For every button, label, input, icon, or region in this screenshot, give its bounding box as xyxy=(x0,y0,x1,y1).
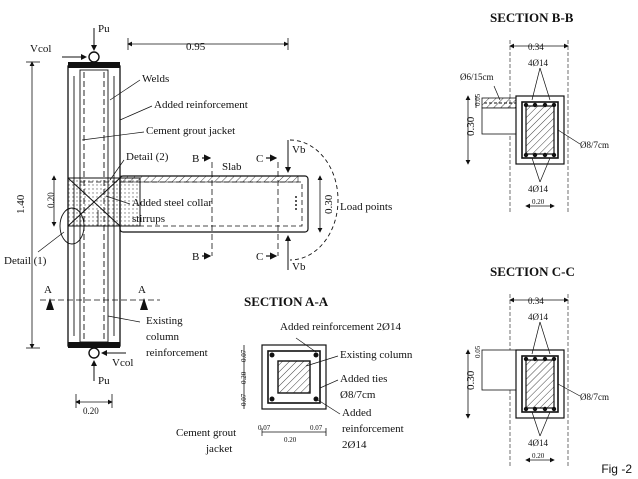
top-steel-plate xyxy=(68,62,120,68)
bb-stirrups: Ø8/7cm xyxy=(580,140,609,150)
dim-collar: 0.20 xyxy=(46,192,56,208)
cc-dim-depth: 0.30 xyxy=(465,370,477,390)
section-aa: SECTION A-A Added reinforcement 2Ø14 Exi… xyxy=(176,294,413,455)
steel-collar-label-2: stirrups xyxy=(132,213,165,225)
bb-core xyxy=(525,105,555,155)
bb-bottom-bars: 4Ø14 xyxy=(528,184,548,194)
aa-dim-mid: 0.20 xyxy=(284,436,297,444)
bb-dim-slab: 0.05 xyxy=(474,93,482,106)
section-c-marker-top: C xyxy=(256,153,263,165)
aa-added-ties-1: Added ties xyxy=(340,373,387,385)
bb-dim-width: 0.34 xyxy=(528,42,544,52)
aa-added-reinf-top: Added reinforcement 2Ø14 xyxy=(280,321,401,333)
bb-top-bars: 4Ø14 xyxy=(528,58,548,68)
beam-core xyxy=(79,181,303,227)
pu-top-label: Pu xyxy=(98,23,110,35)
steel-collar xyxy=(67,177,141,227)
slab-hatch xyxy=(119,175,299,183)
aa-grout-label-1: Cement grout xyxy=(176,427,236,439)
section-aa-title: SECTION A-A xyxy=(244,294,329,309)
aa-added-reinf-bottom-3: 2Ø14 xyxy=(342,439,367,451)
cc-top-bars: 4Ø14 xyxy=(528,312,548,322)
section-a-marker-right: A xyxy=(138,284,146,296)
steel-collar-label-1: Added steel collar xyxy=(132,197,212,209)
existing-reinf-label-3: reinforcement xyxy=(146,347,208,359)
aa-added-reinf-bottom-2: reinforcement xyxy=(342,423,404,435)
cc-dim-bottom: 0.20 xyxy=(532,452,545,460)
cc-bottom-bars: 4Ø14 xyxy=(528,438,548,448)
top-pin xyxy=(88,51,100,63)
aa-grout-label-2: jacket xyxy=(205,443,232,455)
aa-existing-column xyxy=(277,360,311,394)
existing-reinf-label-2: column xyxy=(146,331,179,343)
aa-dim-v-top: 0.07 xyxy=(240,349,248,362)
welds-label: Welds xyxy=(142,73,169,85)
aa-added-ties xyxy=(267,350,321,404)
detail-1-label: Detail (1) xyxy=(4,255,47,267)
detail-1-circle xyxy=(59,207,85,245)
detail-2-label: Detail (2) xyxy=(126,151,169,163)
dim-bottom-width: 0.20 xyxy=(83,406,99,416)
aa-added-reinf-bottom-1: Added xyxy=(342,407,372,419)
aa-dim-v-bottom: 0.07 xyxy=(240,393,248,406)
section-b-marker-top: B xyxy=(192,153,199,165)
aa-dim-right: 0.07 xyxy=(310,424,323,432)
load-points-arc xyxy=(289,139,339,261)
vcol-bottom-label: Vcol xyxy=(112,357,133,369)
elevation-view: B B C C Vb Vb A A xyxy=(4,23,392,416)
section-a-marker-left: A xyxy=(44,284,52,296)
existing-reinf-label-1: Existing xyxy=(146,315,183,327)
cc-slab xyxy=(481,349,519,391)
bb-dim-bottom: 0.20 xyxy=(532,198,545,206)
vcol-top-label: Vcol xyxy=(30,43,51,55)
aa-dim-v-mid: 0.20 xyxy=(240,371,248,384)
cc-stirrups: Ø8/7cm xyxy=(580,392,609,402)
section-c-marker-bottom: C xyxy=(256,251,263,263)
aa-existing-column-label: Existing column xyxy=(340,349,413,361)
cc-dim-width: 0.34 xyxy=(528,296,544,306)
section-cc-title: SECTION C-C xyxy=(490,264,575,279)
bottom-steel-plate xyxy=(68,342,120,348)
aa-added-ties-2: Ø8/7cm xyxy=(340,389,376,401)
bb-slab-bar: Ø6/15cm xyxy=(460,72,494,82)
vb-bottom-label: Vb xyxy=(292,261,306,273)
section-cc: SECTION C-C 0.34 4Ø14 4Ø14 Ø8/7cm 0.30 0… xyxy=(465,264,609,468)
bb-dim-depth: 0.30 xyxy=(465,116,477,136)
added-reinforcement-label: Added reinforcement xyxy=(154,99,248,111)
dim-column-height: 1.40 xyxy=(15,194,27,214)
cc-dim-slab: 0.05 xyxy=(474,345,482,358)
section-b-marker-bottom: B xyxy=(192,251,199,263)
section-bb-title: SECTION B-B xyxy=(490,10,574,25)
section-bb: SECTION B-B 0.34 Ø6/15cm 4Ø14 4Ø14 Ø8/7c… xyxy=(460,10,609,212)
vb-top-label: Vb xyxy=(292,144,306,156)
aa-dim-left: 0.07 xyxy=(258,424,271,432)
figure-caption: Fig -2 xyxy=(601,462,632,476)
slab-label: Slab xyxy=(222,161,242,173)
bottom-pin xyxy=(88,347,100,359)
dim-beam-depth: 0.30 xyxy=(323,194,335,214)
load-points-label: Load points xyxy=(340,201,392,213)
dim-beam-length: 0.95 xyxy=(186,41,206,53)
cement-grout-jacket-label: Cement grout jacket xyxy=(146,125,235,137)
pu-bottom-label: Pu xyxy=(98,375,110,387)
cc-core xyxy=(525,359,555,409)
